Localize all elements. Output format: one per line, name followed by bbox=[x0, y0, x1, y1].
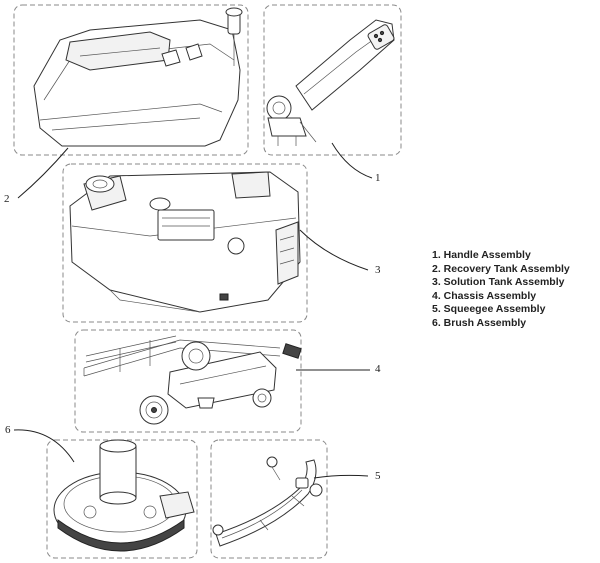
recovery-tank-drawing bbox=[33, 7, 243, 147]
callout-chassis: 4 bbox=[375, 363, 381, 375]
squeegee-panel bbox=[210, 439, 328, 559]
callout-recovery-tank: 2 bbox=[4, 193, 10, 205]
squeegee-drawing bbox=[212, 456, 323, 547]
parts-legend: 1. Handle Assembly 2. Recovery Tank Asse… bbox=[432, 249, 570, 331]
handle-drawing bbox=[266, 19, 395, 146]
brush-panel bbox=[46, 439, 198, 559]
callout-solution-tank: 3 bbox=[375, 264, 381, 276]
legend-item-solution-tank: 3. Solution Tank Assembly bbox=[432, 276, 565, 289]
legend-item-recovery-tank: 2. Recovery Tank Assembly bbox=[432, 262, 570, 275]
callout-squeegee: 5 bbox=[375, 470, 381, 482]
legend-item-handle: 1. Handle Assembly bbox=[432, 249, 531, 261]
chassis-panel bbox=[74, 329, 302, 433]
handle-panel bbox=[263, 4, 402, 156]
solution-tank-panel bbox=[62, 163, 308, 323]
brush-drawing bbox=[53, 439, 195, 552]
chassis-drawing bbox=[83, 335, 302, 425]
leader-lines bbox=[13, 142, 373, 479]
recovery-tank-panel bbox=[13, 4, 249, 156]
solution-tank-drawing bbox=[69, 171, 301, 313]
legend-item-brush: 6. Brush Assembly bbox=[432, 316, 527, 329]
callout-brush: 6 bbox=[5, 424, 11, 436]
legend-item-chassis: 4. Chassis Assembly bbox=[432, 289, 537, 302]
callout-handle: 1 bbox=[375, 172, 381, 184]
legend-item-squeegee: 5. Squeegee Assembly bbox=[432, 303, 546, 316]
